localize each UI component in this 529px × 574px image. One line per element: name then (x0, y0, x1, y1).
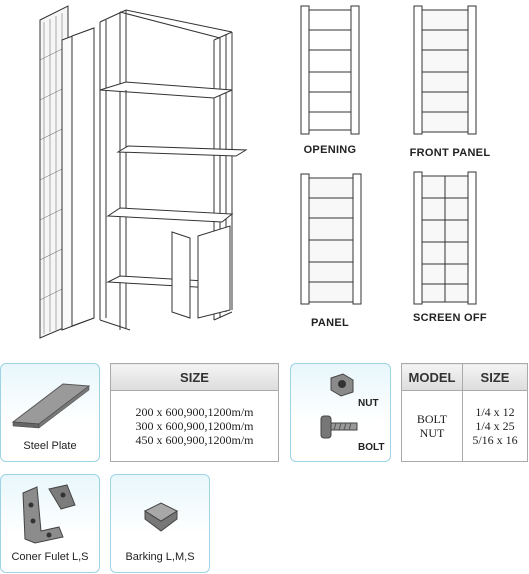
steel-plate-label: Steel Plate (23, 440, 77, 452)
front-panel-unit-drawing (413, 5, 477, 135)
screen-off-unit-drawing (413, 171, 477, 305)
barking-icon (143, 502, 179, 532)
coner-fulet-icon (22, 484, 76, 544)
model-size-item: 1/4 x 25 (475, 419, 515, 433)
size-row: 450 x 600,900,1200m/m (135, 433, 254, 447)
panel-unit-drawing (300, 173, 362, 305)
size-row: 300 x 600,900,1200m/m (135, 419, 254, 433)
steel-plate-card: Steel Plate (0, 363, 100, 462)
model-item: BOLT (416, 412, 448, 426)
size-table: SIZE 200 x 600,900,1200m/m 300 x 600,900… (110, 363, 279, 462)
nut-icon (330, 373, 354, 397)
model-size-header: SIZE (462, 363, 528, 391)
model-table: MODEL SIZE BOLT NUT 1/4 x 12 1/4 x 25 5/… (401, 363, 528, 462)
opening-unit-drawing (300, 5, 360, 135)
nut-bolt-card: NUT BOLT (290, 363, 391, 462)
nut-bolt-icons (320, 373, 358, 439)
exploded-shelf-drawing (39, 5, 248, 339)
model-values: BOLT NUT (401, 390, 463, 462)
steel-plate-icon (11, 383, 91, 429)
size-row: 200 x 600,900,1200m/m (135, 405, 254, 419)
caption-front-panel: FRONT PANEL (409, 147, 491, 159)
size-table-header: SIZE (110, 363, 279, 391)
coner-fulet-label: Coner Fulet L,S (11, 551, 89, 563)
model-header: MODEL (401, 363, 463, 391)
bolt-icon (320, 415, 358, 439)
model-sizes: 1/4 x 12 1/4 x 25 5/16 x 16 (462, 390, 528, 462)
size-table-values: 200 x 600,900,1200m/m 300 x 600,900,1200… (110, 390, 279, 462)
model-size-item: 5/16 x 16 (472, 433, 518, 447)
barking-label: Barking L,M,S (125, 551, 195, 563)
bolt-label: BOLT (358, 442, 385, 453)
model-item: NUT (419, 426, 445, 440)
caption-screen-off: SCREEN OFF (413, 312, 487, 324)
nut-label: NUT (358, 398, 379, 409)
caption-panel: PANEL (311, 317, 349, 329)
model-size-item: 1/4 x 12 (475, 405, 515, 419)
caption-opening: OPENING (303, 144, 357, 156)
coner-fulet-card: Coner Fulet L,S (0, 474, 100, 573)
barking-card: Barking L,M,S (110, 474, 210, 573)
